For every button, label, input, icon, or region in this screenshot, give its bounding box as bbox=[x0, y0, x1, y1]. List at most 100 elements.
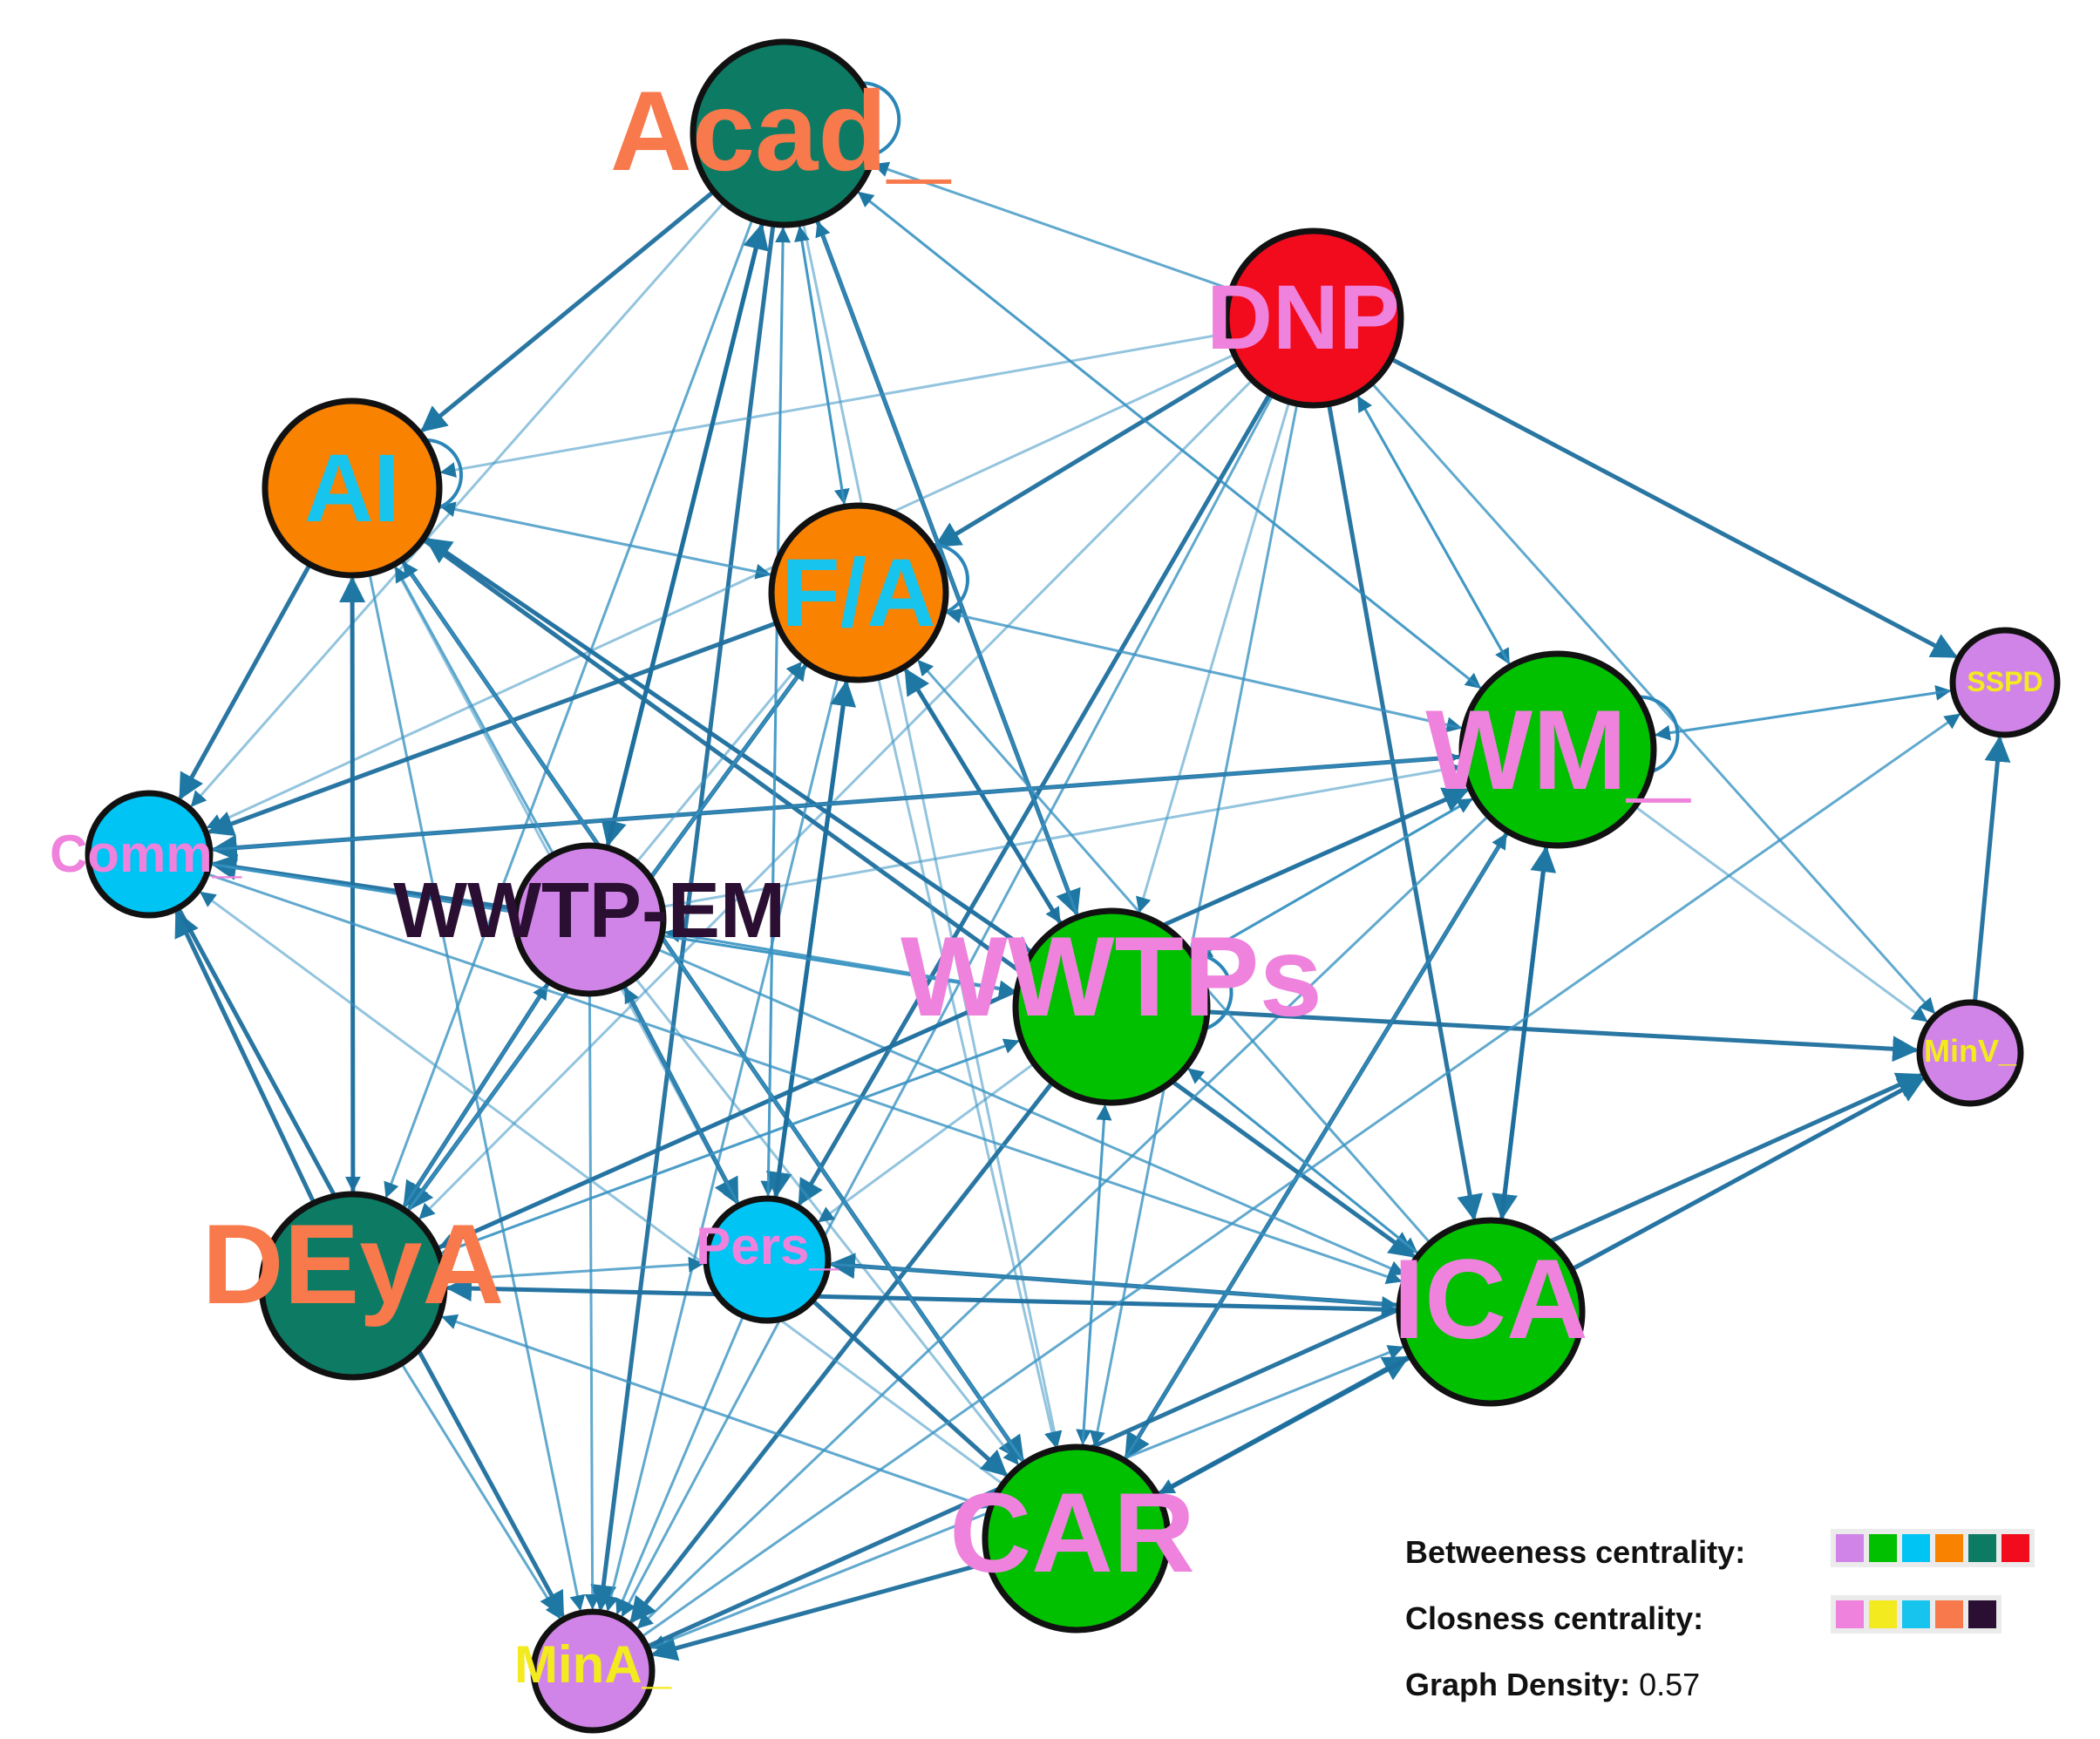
node-label-CAR: CAR bbox=[949, 1469, 1195, 1596]
edge-Acad_-to-Comm_ bbox=[190, 200, 725, 807]
edge-CAR-to-WWTPs bbox=[1081, 1104, 1112, 1448]
node-WM_[interactable]: WM_ bbox=[1425, 650, 1691, 849]
node-circle-MinV_[interactable] bbox=[1916, 999, 2024, 1107]
betweenness-swatch-3 bbox=[1902, 1534, 1930, 1562]
node-MinA_[interactable]: MinA_ bbox=[514, 1608, 672, 1734]
node-Acad_[interactable]: Acad_ bbox=[610, 38, 952, 228]
edge-Acad_-to-MinA_ bbox=[590, 223, 776, 1612]
betweenness-swatch-4 bbox=[1935, 1534, 1963, 1562]
node-SSPD[interactable]: SSPD bbox=[1949, 627, 2061, 738]
edge-DNP-to-DEyA bbox=[418, 378, 1254, 1219]
node-circle-Pers_[interactable] bbox=[703, 1195, 832, 1324]
edge-Acad_-to-DEyA bbox=[384, 218, 754, 1199]
betweenness-swatch-5 bbox=[1968, 1534, 1996, 1562]
betweenness-swatches bbox=[1831, 1529, 2035, 1567]
edge-Pers_-to-ICA bbox=[827, 1262, 1398, 1312]
edge-AI-to-MinA_ bbox=[368, 573, 586, 1612]
node-label-Comm_: Comm_ bbox=[50, 825, 242, 883]
node-circle-Acad_[interactable] bbox=[690, 38, 880, 228]
edge-F/A-to-MinA_ bbox=[603, 676, 839, 1612]
node-label-WWTP-EM: WWTP-EM bbox=[393, 867, 785, 954]
node-label-Acad_: Acad_ bbox=[610, 67, 952, 194]
edge-F/A-to-CAR bbox=[877, 677, 1060, 1448]
closeness-swatch-2 bbox=[1869, 1600, 1897, 1628]
edge-AI-to-ICA bbox=[421, 537, 1417, 1259]
node-MinV_[interactable]: MinV_ bbox=[1916, 999, 2024, 1107]
node-circle-MinA_[interactable] bbox=[530, 1608, 656, 1734]
node-Pers_[interactable]: Pers_ bbox=[696, 1195, 839, 1324]
edge-ICA-to-WM_ bbox=[1499, 846, 1557, 1221]
node-label-WM_: WM_ bbox=[1425, 686, 1691, 813]
node-label-WWTPs: WWTPs bbox=[900, 913, 1322, 1040]
edge-CAR-to-AI bbox=[402, 561, 1026, 1464]
node-WWTP-EM[interactable]: WWTP-EM bbox=[393, 842, 785, 997]
node-Comm_[interactable]: Comm_ bbox=[50, 790, 242, 919]
node-AI[interactable]: AI bbox=[262, 397, 443, 579]
edge-DNP-to-Acad_ bbox=[873, 161, 1233, 291]
edge-DNP-to-MinA_ bbox=[621, 394, 1274, 1618]
closeness-swatch-1 bbox=[1836, 1600, 1864, 1628]
edge-Acad_-to-CAR bbox=[801, 222, 1063, 1448]
edge-DNP-to-SSPD bbox=[1390, 357, 1959, 659]
node-DNP[interactable]: DNP bbox=[1206, 228, 1404, 409]
edge-DEyA-to-Comm_ bbox=[174, 910, 316, 1205]
betweenness-swatch-2 bbox=[1869, 1534, 1897, 1562]
edge-Pers_-to-F/A bbox=[773, 680, 857, 1200]
closeness-swatch-3 bbox=[1902, 1600, 1930, 1628]
edge-WM_-to-MinV_ bbox=[1634, 805, 1928, 1022]
node-circle-CAR[interactable] bbox=[982, 1444, 1172, 1634]
edge-MinV_-to-SSPD bbox=[1972, 735, 2011, 1003]
edge-AI-to-Comm_ bbox=[178, 563, 312, 800]
node-circle-F/A[interactable] bbox=[768, 502, 949, 683]
edge-CAR-to-WM_ bbox=[1123, 832, 1507, 1462]
edge-WWTPs-to-F/A bbox=[904, 668, 1064, 927]
edge-Comm_-to-WM_ bbox=[209, 750, 1461, 852]
node-circle-Comm_[interactable] bbox=[85, 790, 214, 919]
node-label-DEyA: DEyA bbox=[202, 1200, 505, 1328]
node-circle-WWTPs[interactable] bbox=[1012, 907, 1211, 1106]
node-WWTPs[interactable]: WWTPs bbox=[900, 907, 1322, 1106]
edge-WWTPs-to-Acad_ bbox=[815, 221, 1079, 918]
legend-closeness-row: Closness centrality: bbox=[1405, 1595, 2001, 1637]
closeness-swatch-4 bbox=[1935, 1600, 1963, 1628]
edge-WWTP-EM-to-AI bbox=[394, 566, 555, 856]
node-circle-AI[interactable] bbox=[262, 397, 443, 579]
edge-CAR-to-MinA_ bbox=[650, 1560, 989, 1661]
legend-density-row: Graph Density: 0.57 bbox=[1405, 1667, 1700, 1703]
legend-density-value: 0.57 bbox=[1639, 1667, 1701, 1702]
node-label-F/A: F/A bbox=[781, 540, 935, 647]
edge-WWTP-EM-to-WM_ bbox=[662, 761, 1462, 908]
node-label-MinA_: MinA_ bbox=[514, 1635, 672, 1694]
edge-ICA-to-DEyA bbox=[445, 1275, 1400, 1313]
betweenness-swatch-1 bbox=[1836, 1534, 1864, 1562]
edge-WWTPs-to-AI bbox=[425, 537, 1034, 955]
node-ICA[interactable]: ICA bbox=[1393, 1217, 1588, 1407]
edge-WM_-to-F/A bbox=[945, 608, 1465, 730]
edge-WM_-to-MinA_ bbox=[636, 814, 1490, 1629]
node-circle-SSPD[interactable] bbox=[1949, 627, 2061, 738]
edge-ICA-to-WWTPs bbox=[1187, 1068, 1421, 1256]
node-DEyA[interactable]: DEyA bbox=[202, 1191, 505, 1381]
edge-Pers_-to-CAR bbox=[811, 1299, 1009, 1477]
edge-WWTP-EM-to-MinA_ bbox=[584, 993, 601, 1610]
edge-DEyA-to-WWTP-EM bbox=[401, 983, 548, 1210]
node-circle-WM_[interactable] bbox=[1458, 650, 1657, 849]
edge-WWTPs-to-MinA_ bbox=[629, 1081, 1055, 1624]
edge-DNP-to-WWTPs bbox=[1136, 401, 1291, 914]
edge-CAR-to-DEyA bbox=[441, 1314, 991, 1510]
node-circle-DEyA[interactable] bbox=[258, 1191, 448, 1381]
edge-F/A-to-Acad_ bbox=[794, 225, 846, 507]
node-label-MinV_: MinV_ bbox=[1924, 1033, 2017, 1069]
edge-DNP-to-ICA bbox=[1327, 404, 1483, 1221]
edge-CAR-to-Comm_ bbox=[200, 891, 1004, 1485]
node-circle-DNP[interactable] bbox=[1223, 228, 1404, 409]
node-circle-WWTP-EM[interactable] bbox=[512, 842, 667, 997]
node-circle-ICA[interactable] bbox=[1396, 1217, 1586, 1407]
node-F/A[interactable]: F/A bbox=[768, 502, 949, 683]
edge-DEyA-to-WM_ bbox=[435, 787, 1470, 1251]
node-label-ICA: ICA bbox=[1393, 1235, 1588, 1362]
node-CAR[interactable]: CAR bbox=[949, 1444, 1195, 1634]
edge-DNP-to-AI bbox=[439, 331, 1228, 478]
edge-WWTPs-to-Pers_ bbox=[818, 1062, 1036, 1223]
